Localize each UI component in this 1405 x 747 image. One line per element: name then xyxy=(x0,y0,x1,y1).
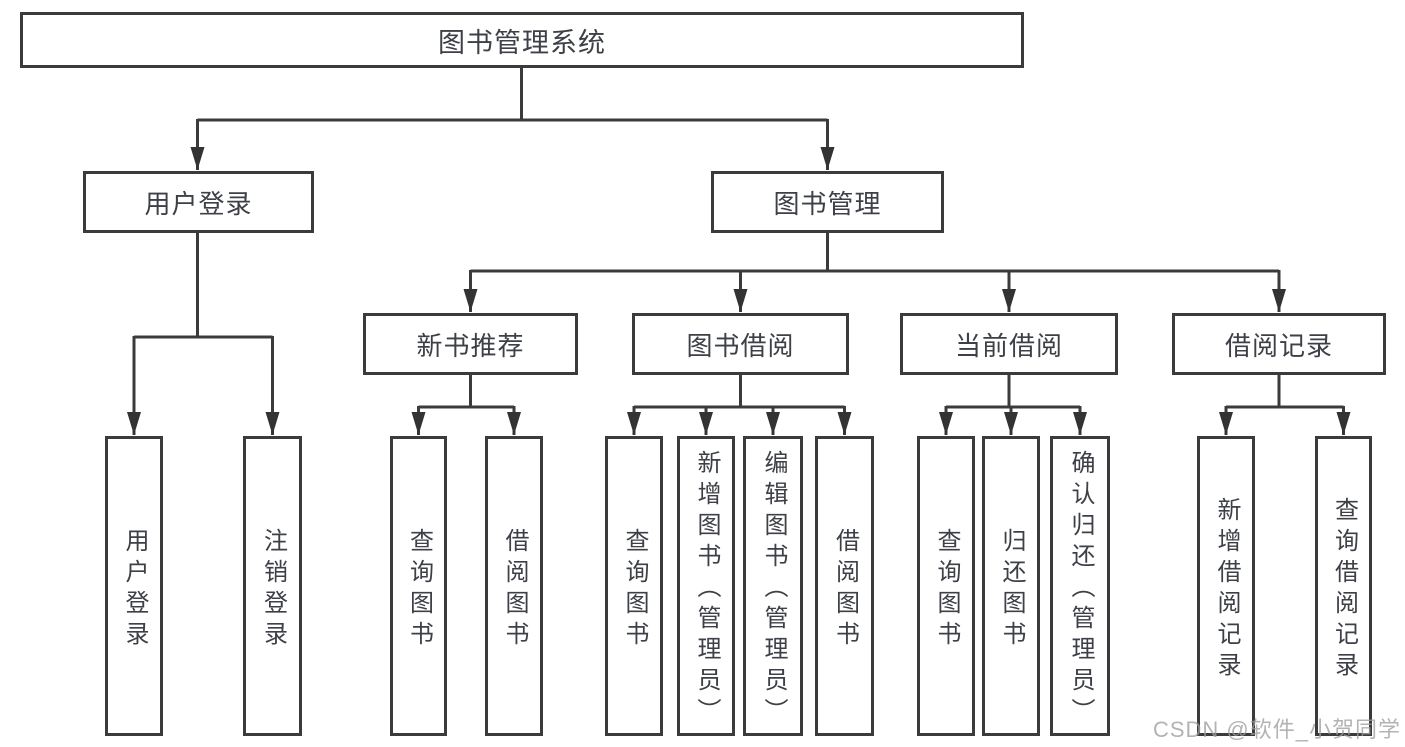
leaf-user-login: 用户登录 xyxy=(105,436,163,736)
leaf-add-borrow-record: 新增借阅记录 xyxy=(1197,436,1255,736)
leaf-borrow-books-recommend: 借阅图书 xyxy=(485,436,543,736)
leaf-query-books-current: 查询图书 xyxy=(917,436,975,736)
connector-current-borrowing-children xyxy=(939,375,1087,435)
connector-user-login-children xyxy=(127,233,280,435)
node-label: 注销登录 xyxy=(259,527,287,652)
node-book-management: 图书管理 xyxy=(711,171,944,233)
leaf-query-books-recommend: 查询图书 xyxy=(390,436,447,736)
leaf-query-books-borrowing: 查询图书 xyxy=(605,436,663,736)
node-label: 查询图书 xyxy=(405,527,433,652)
leaf-add-book-admin: 新增图书（管理员） xyxy=(677,436,735,736)
node-label: 查询借阅记录 xyxy=(1330,496,1358,683)
leaf-query-borrow-record: 查询借阅记录 xyxy=(1315,436,1372,736)
node-label: 编辑图书（管理员） xyxy=(760,450,787,729)
node-label: 借阅记录 xyxy=(1224,330,1333,361)
leaf-logout: 注销登录 xyxy=(243,436,302,736)
connector-book-borrowing-children xyxy=(627,375,852,435)
leaf-borrow-books-borrowing: 借阅图书 xyxy=(815,436,874,736)
node-label: 查询图书 xyxy=(621,527,648,652)
node-label: 新书推荐 xyxy=(416,330,525,361)
connector-book-management-children xyxy=(463,233,1286,312)
node-label: 当前借阅 xyxy=(954,330,1063,361)
node-label: 借阅图书 xyxy=(831,527,859,652)
node-label: 新增图书（管理员） xyxy=(693,450,720,729)
node-label: 用户登录 xyxy=(144,188,253,219)
connector-root-to-level2 xyxy=(190,68,835,170)
watermark: CSDN @软件_小贺同学 xyxy=(1152,717,1401,742)
node-label: 归还图书 xyxy=(998,527,1025,652)
connector-new-book-children xyxy=(411,375,521,435)
node-label: 图书管理系统 xyxy=(438,27,606,58)
leaf-return-books: 归还图书 xyxy=(982,436,1040,736)
connector-borrowing-records-children xyxy=(1219,375,1351,435)
node-label: 查询图书 xyxy=(933,527,960,652)
node-current-borrowing: 当前借阅 xyxy=(900,313,1118,375)
node-label: 用户登录 xyxy=(121,527,148,652)
node-user-login: 用户登录 xyxy=(83,171,314,233)
node-new-book-recommend: 新书推荐 xyxy=(363,313,578,375)
node-label: 确认归还（管理员） xyxy=(1067,450,1094,729)
leaf-edit-book-admin: 编辑图书（管理员） xyxy=(743,436,803,736)
node-borrowing-records: 借阅记录 xyxy=(1172,313,1386,375)
node-book-borrowing: 图书借阅 xyxy=(632,313,849,375)
node-label: 新增借阅记录 xyxy=(1213,496,1240,683)
node-label: 图书借阅 xyxy=(686,330,795,361)
node-label: 图书管理 xyxy=(773,188,882,219)
node-label: 借阅图书 xyxy=(501,527,528,652)
node-library-system: 图书管理系统 xyxy=(20,12,1024,68)
leaf-confirm-return-admin: 确认归还（管理员） xyxy=(1050,436,1110,736)
